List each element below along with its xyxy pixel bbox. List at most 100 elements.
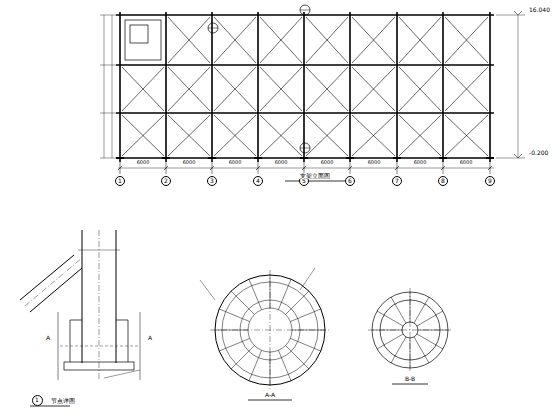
drawing-line bbox=[60, 346, 138, 347]
drawing-line bbox=[391, 337, 406, 363]
drawing-line bbox=[286, 346, 309, 369]
drawing-line bbox=[348, 166, 352, 170]
drawing-line bbox=[260, 115, 302, 156]
drawing-line bbox=[116, 320, 128, 321]
drawing-line bbox=[395, 166, 399, 170]
axis-number: 4 bbox=[256, 178, 260, 184]
drawing-line bbox=[260, 67, 302, 111]
drawing-line bbox=[377, 334, 403, 349]
drawing-line bbox=[168, 115, 210, 156]
drawing-line bbox=[257, 12, 259, 162]
dimension: 6000 bbox=[367, 160, 382, 165]
drawing-line bbox=[278, 279, 291, 309]
axis-bubble: 7 bbox=[392, 176, 402, 186]
drawing-line bbox=[399, 115, 441, 156]
drawing-line bbox=[445, 67, 488, 111]
drawing-line bbox=[20, 255, 74, 300]
drawing-line bbox=[116, 157, 494, 158]
drawing-line bbox=[377, 311, 403, 326]
drawing-line bbox=[306, 17, 348, 63]
drawing-line bbox=[399, 17, 441, 63]
drawing-line bbox=[445, 67, 488, 111]
drawing-line bbox=[99, 230, 100, 380]
drawing-line bbox=[231, 346, 254, 369]
drawing-line bbox=[399, 17, 441, 63]
drawing-line bbox=[208, 28, 218, 29]
drawing-line bbox=[352, 115, 395, 156]
drawing-line bbox=[286, 291, 309, 314]
drawing-line bbox=[122, 115, 164, 156]
drawing-line bbox=[414, 337, 429, 363]
drawing-line bbox=[30, 268, 82, 312]
drawing-line bbox=[210, 166, 214, 170]
axis-number: 2 bbox=[164, 178, 168, 184]
drawing-line bbox=[248, 400, 292, 401]
section-label: A bbox=[147, 335, 153, 341]
platform-box bbox=[125, 20, 161, 60]
drawing-line bbox=[122, 67, 164, 111]
drawing-line bbox=[270, 270, 271, 390]
dimension: 6000 bbox=[413, 160, 428, 165]
drawing-line bbox=[118, 166, 122, 170]
drawing-line bbox=[306, 17, 348, 63]
drawing-line bbox=[391, 297, 406, 323]
axis-number: 6 bbox=[348, 178, 352, 184]
drawing-line bbox=[352, 17, 395, 63]
drawing-line bbox=[496, 158, 525, 159]
drawing-line bbox=[518, 15, 519, 158]
axis-number: 1 bbox=[35, 397, 39, 403]
drawing-line bbox=[116, 157, 124, 159]
drawing-line bbox=[260, 17, 302, 63]
drawing-line bbox=[119, 12, 121, 162]
drawing-line bbox=[418, 330, 448, 331]
drawing-line bbox=[352, 17, 395, 63]
drawing-line bbox=[168, 115, 210, 156]
drawing-line bbox=[118, 168, 494, 169]
section-marker bbox=[208, 23, 218, 33]
drawing-line bbox=[100, 15, 116, 16]
drawing-line bbox=[100, 158, 116, 159]
drawing-line bbox=[122, 115, 164, 156]
drawing-line bbox=[290, 338, 320, 351]
drawing-line bbox=[396, 12, 398, 162]
drawing-line bbox=[352, 115, 395, 156]
drawing-line bbox=[306, 67, 348, 111]
base-plate bbox=[64, 362, 134, 370]
section-marker bbox=[300, 5, 310, 15]
dimension: 6000 bbox=[459, 160, 474, 165]
drawing-line bbox=[168, 67, 210, 111]
elevation-mark: -0.200 bbox=[528, 150, 549, 156]
drawing-line bbox=[231, 291, 254, 314]
drawing-line bbox=[162, 157, 170, 159]
drawing-line bbox=[165, 12, 167, 162]
drawing-line bbox=[399, 67, 441, 111]
drawing-line bbox=[410, 288, 411, 372]
drawing-line bbox=[346, 157, 354, 159]
drawing-line bbox=[100, 113, 116, 114]
drawing-line bbox=[300, 148, 310, 149]
drawing-line bbox=[58, 312, 59, 380]
drawing-line bbox=[200, 280, 215, 300]
drawing-title: 支架立面图 bbox=[299, 173, 331, 179]
section-label: A bbox=[45, 335, 51, 341]
axis-bubble: 6 bbox=[345, 176, 355, 186]
drawing-line bbox=[306, 67, 348, 111]
drawing-line bbox=[70, 320, 71, 362]
drawing-line bbox=[445, 17, 488, 63]
drawing-line bbox=[417, 334, 443, 349]
drawing-line bbox=[116, 64, 494, 65]
drawing-line bbox=[488, 166, 492, 170]
drawing-line bbox=[116, 112, 494, 113]
dimension: 6000 bbox=[274, 160, 289, 165]
dimension: 6000 bbox=[136, 160, 151, 165]
drawing-line bbox=[417, 311, 443, 326]
drawing-line bbox=[445, 115, 488, 156]
drawing-line bbox=[410, 338, 411, 368]
drawing-line bbox=[260, 67, 302, 111]
drawing-line bbox=[260, 17, 302, 63]
drawing-line bbox=[290, 309, 320, 322]
axis-number: 9 bbox=[488, 178, 492, 184]
drawing-line bbox=[256, 166, 260, 170]
